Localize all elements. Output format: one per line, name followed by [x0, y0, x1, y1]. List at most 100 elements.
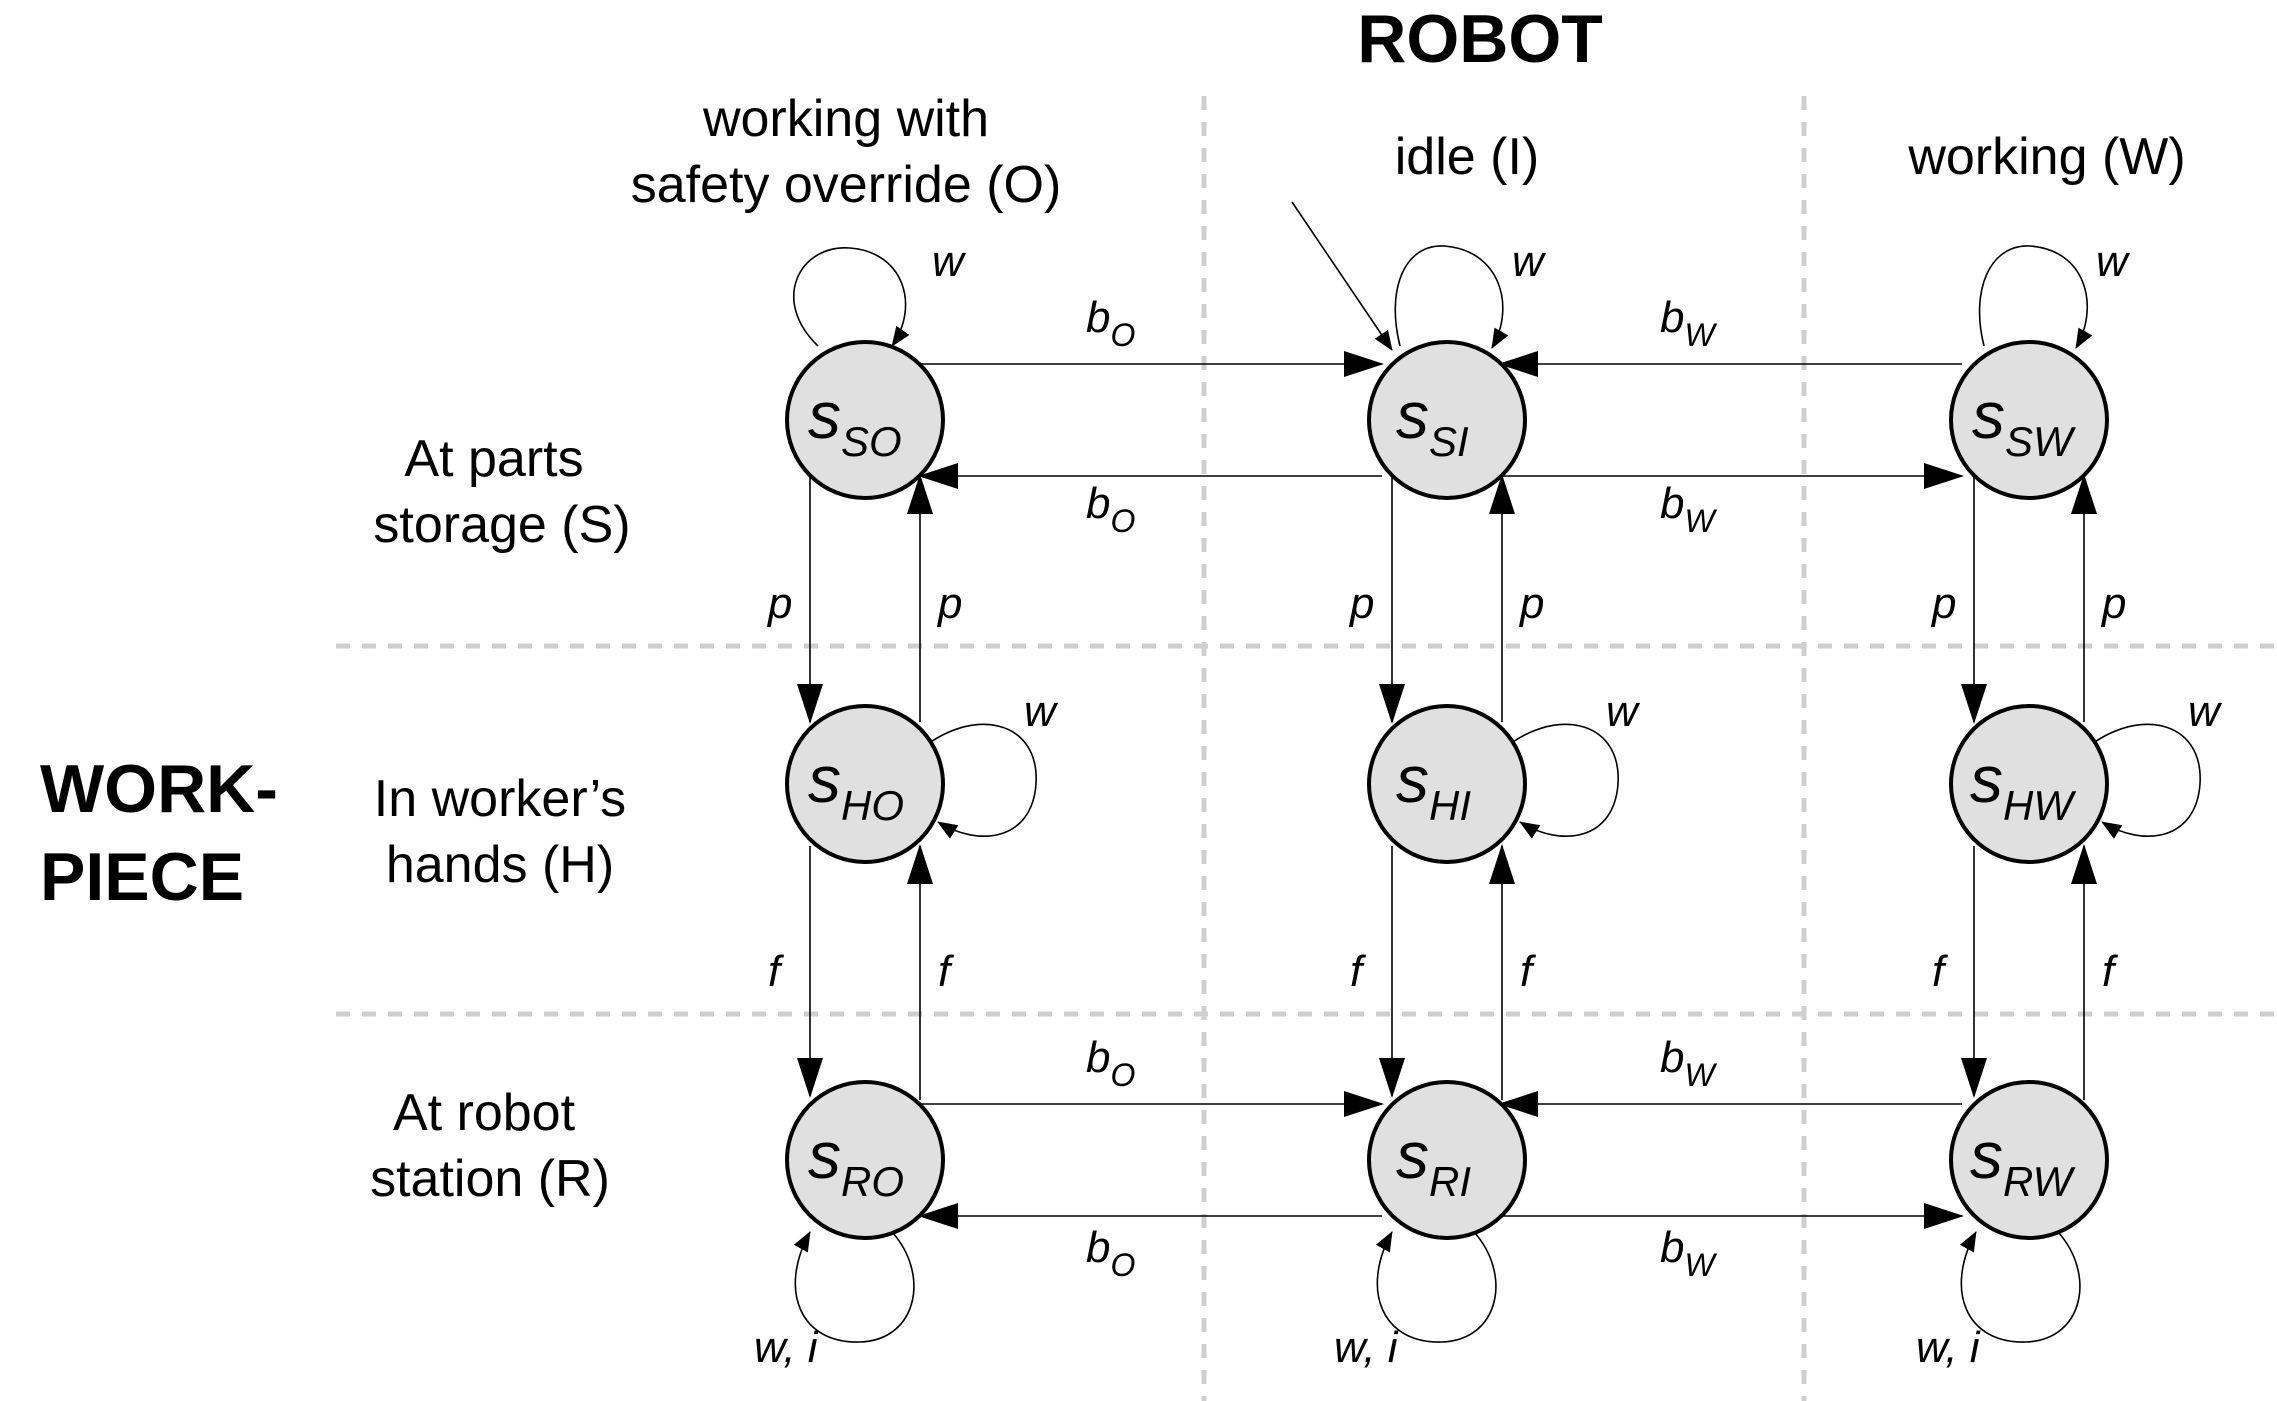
state-SO-circle — [785, 340, 945, 500]
edge-label-HI-SI: p — [1518, 579, 1544, 628]
edge-label-RW-RI-sub: W — [1684, 1057, 1717, 1093]
state-HO-sub: HO — [841, 782, 904, 829]
state-HW-main: s — [1970, 742, 2003, 816]
edge-label-RI-RO-main: b — [1086, 1223, 1110, 1272]
row-headers: At parts storage (S) In worker’s hands (… — [370, 430, 631, 1208]
edge-label-HW-RW: f — [1932, 947, 1949, 996]
state-SI-circle — [1367, 340, 1527, 500]
edge-label-HO-RO: f — [768, 947, 785, 996]
state-SI: sSI — [1367, 340, 1527, 500]
state-RI-sub: RI — [1429, 1158, 1471, 1205]
state-HW-label: sHW — [1970, 742, 2076, 829]
state-SI-sub: SI — [1429, 418, 1469, 465]
loop-HI — [1499, 723, 1619, 839]
column-header-O-line2: safety override (O) — [631, 156, 1062, 214]
state-RO-sub: RO — [841, 1158, 904, 1205]
row-header-S-line1: At parts — [404, 430, 583, 488]
loop-RO — [793, 1231, 915, 1343]
edge-label-RI-RO-sub: O — [1110, 1247, 1135, 1283]
state-HI-circle — [1367, 704, 1527, 864]
state-HO-main: s — [808, 742, 841, 816]
loop-SW — [1978, 245, 2093, 349]
loop-labels: w w w w w w w, i w, i w, i — [754, 237, 2223, 1372]
edge-label-SO-HO: p — [766, 579, 792, 628]
loop-label-RO: w, i — [754, 1323, 819, 1372]
state-SW-label: sSW — [1972, 378, 2076, 465]
state-HO-label: sHO — [808, 742, 904, 829]
edge-label-SI-SW-main: b — [1660, 479, 1684, 528]
state-RI-circle — [1367, 1080, 1527, 1240]
transitions-row-R — [918, 1091, 1964, 1229]
grid-lines — [336, 96, 2277, 1401]
row-header-R-line1: At robot — [393, 1084, 576, 1142]
loop-RW — [1959, 1231, 2081, 1343]
edge-label-RW-RI-main: b — [1660, 1033, 1684, 1082]
edge-label-SW-SI-sub: W — [1684, 317, 1717, 353]
state-HW-circle — [1949, 704, 2109, 864]
state-RO-circle — [785, 1080, 945, 1240]
transitions-vertical — [797, 474, 2097, 1100]
loop-RI — [1375, 1231, 1497, 1343]
edge-label-RW-HW: f — [2102, 947, 2119, 996]
loop-SI — [1394, 245, 1509, 349]
state-SW: sSW — [1949, 340, 2109, 500]
initial-state-pointer — [1291, 201, 1393, 351]
edge-label-RO-RI-main: b — [1086, 1033, 1110, 1082]
loop-label-RI: w, i — [1334, 1323, 1399, 1372]
edge-label-HO-SO: p — [936, 579, 962, 628]
edge-label-SW-SI-main: b — [1660, 293, 1684, 342]
edge-label-RI-RW: bW — [1660, 1223, 1717, 1283]
state-RW-main: s — [1970, 1118, 2003, 1192]
state-RW-sub: RW — [2003, 1158, 2076, 1205]
state-HI-label: sHI — [1396, 742, 1471, 829]
column-header-W: working (W) — [1907, 128, 2185, 186]
state-SO-sub: SO — [841, 418, 902, 465]
loop-label-HO: w — [1024, 687, 1059, 736]
state-HI: sHI — [1367, 704, 1527, 864]
state-RW-label: sRW — [1970, 1118, 2076, 1205]
row-header-H-line1: In worker’s — [374, 770, 626, 828]
state-SO-label: sSO — [808, 378, 902, 465]
edge-label-SO-SI-main: b — [1086, 293, 1110, 342]
state-SO: sSO — [785, 340, 945, 500]
edge-label-HW-SW: p — [2100, 579, 2126, 628]
row-header-R-line2: station (R) — [370, 1150, 610, 1208]
loop-SO — [792, 247, 910, 347]
loop-label-HW: w — [2188, 687, 2223, 736]
state-HW-sub: HW — [2003, 782, 2076, 829]
edge-label-SO-SI-sub: O — [1110, 317, 1135, 353]
state-HW: sHW — [1949, 704, 2109, 864]
loop-label-HI: w — [1606, 687, 1641, 736]
edge-label-RI-RW-sub: W — [1684, 1247, 1717, 1283]
edge-label-SI-SW: bW — [1660, 479, 1717, 539]
robot-title: ROBOT — [1357, 1, 1603, 77]
edge-label-RI-RO: bO — [1086, 1223, 1135, 1283]
loop-label-RW: w, i — [1916, 1323, 1981, 1372]
edge-label-SI-SW-sub: W — [1684, 503, 1717, 539]
state-RW-circle — [1949, 1080, 2109, 1240]
edge-label-RI-RW-main: b — [1660, 1223, 1684, 1272]
state-SW-main: s — [1972, 378, 2005, 452]
loop-HW — [2081, 723, 2201, 839]
self-loops — [792, 245, 2201, 1343]
edge-label-HI-RI: f — [1350, 947, 1367, 996]
edge-label-RI-HI: f — [1520, 947, 1537, 996]
state-SW-sub: SW — [2005, 418, 2076, 465]
workpiece-title-line2: PIECE — [40, 839, 244, 915]
state-RI-main: s — [1396, 1118, 1429, 1192]
workpiece-title-line1: WORK- — [40, 751, 278, 827]
state-RO-label: sRO — [808, 1118, 904, 1205]
edge-label-RO-HO: f — [938, 947, 955, 996]
state-SI-main: s — [1396, 378, 1429, 452]
edge-label-SI-HI: p — [1348, 579, 1374, 628]
edge-label-SI-SO-sub: O — [1110, 503, 1135, 539]
state-HO: sHO — [785, 704, 945, 864]
edge-label-SI-SO-main: b — [1086, 479, 1110, 528]
loop-label-SI: w — [1512, 237, 1547, 286]
edge-label-SW-SI: bW — [1660, 293, 1717, 353]
state-SW-circle — [1949, 340, 2109, 500]
state-nodes: sSO sSI sSW sHO sHI sHW sRO sRI — [785, 340, 2109, 1240]
column-headers: working with safety override (O) idle (I… — [631, 90, 2186, 214]
state-SI-label: sSI — [1396, 378, 1469, 465]
state-HI-sub: HI — [1429, 782, 1471, 829]
